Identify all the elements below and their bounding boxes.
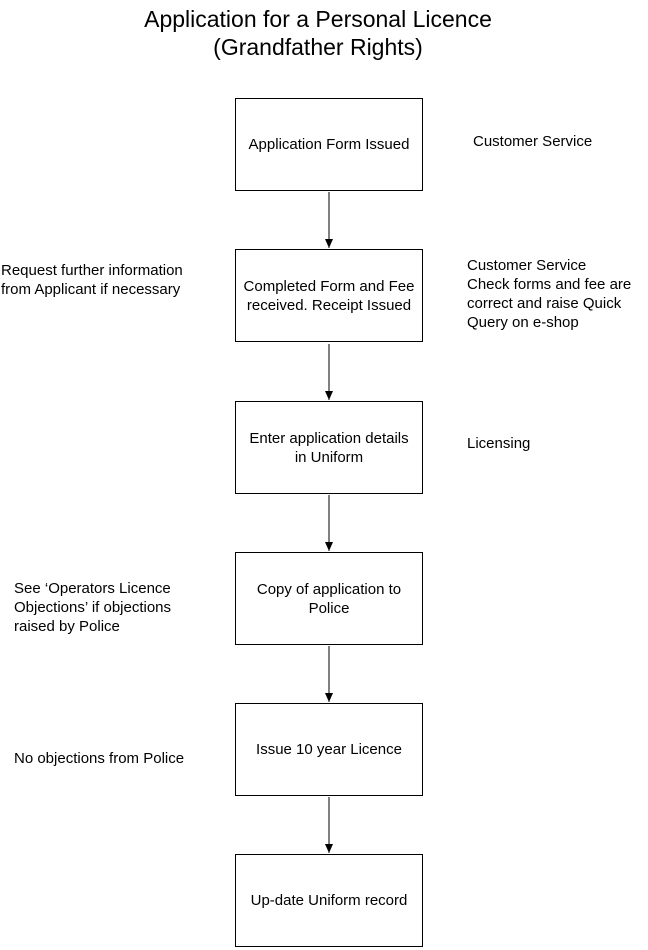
step-label: Application Form Issued [248, 136, 410, 153]
note-customer-service-1: Customer Service [473, 133, 593, 150]
note-customer-service-2: Customer Service Check forms and fee are… [467, 257, 632, 331]
step-box-form-and-fee-received: Completed Form and Fee received. Receipt… [235, 249, 423, 342]
page-title: Application for a Personal Licence (Gran… [0, 5, 636, 61]
note-request-further-info: Request further information from Applica… [1, 262, 183, 298]
step-box-copy-to-police: Copy of application to Police [235, 552, 423, 645]
note-licensing: Licensing [467, 435, 531, 452]
step-label: Issue 10 year Licence [256, 741, 402, 758]
step-label: Completed Form and Fee received. Receipt… [243, 277, 415, 314]
note-no-objections: No objections from Police [14, 750, 185, 767]
note-operators-licence-objections: See ‘Operators Licence Objections’ if ob… [14, 580, 172, 635]
step-box-enter-application-details: Enter application details in Uniform [235, 401, 423, 494]
step-box-application-form-issued: Application Form Issued [235, 98, 423, 191]
step-box-issue-licence: Issue 10 year Licence [235, 703, 423, 796]
step-label: Copy of application to Police [256, 580, 402, 617]
title-line-2: (Grandfather Rights) [213, 34, 423, 60]
step-label: Enter application details in Uniform [249, 429, 409, 466]
title-line-1: Application for a Personal Licence [144, 6, 492, 32]
step-box-update-uniform-record: Up-date Uniform record [235, 854, 423, 947]
step-label: Up-date Uniform record [250, 892, 408, 909]
